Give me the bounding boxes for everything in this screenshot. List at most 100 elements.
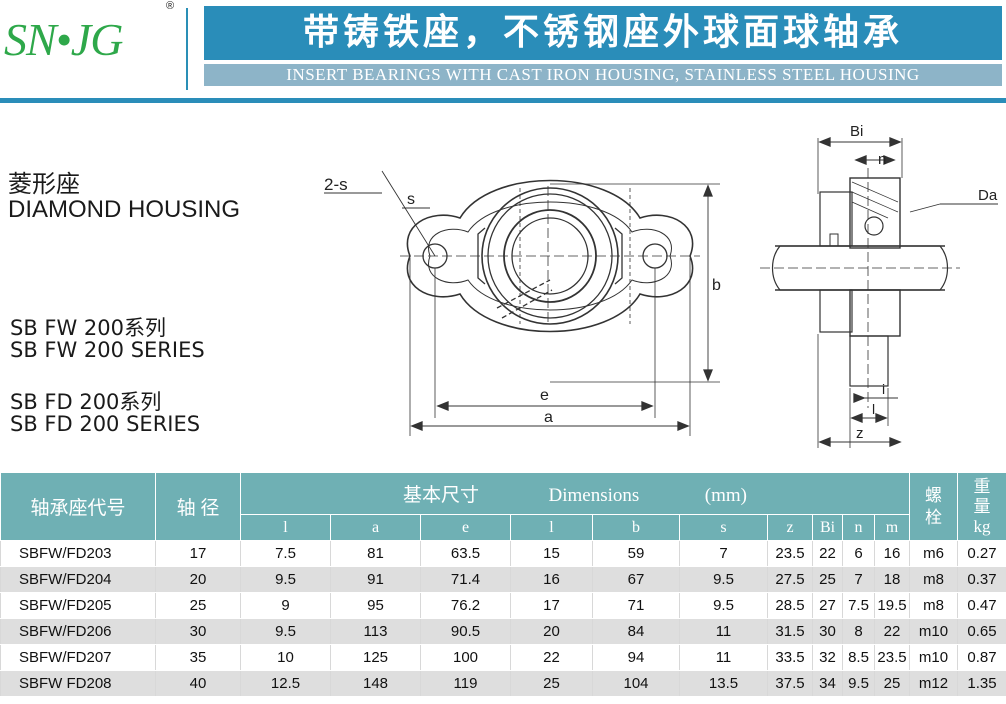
table-cell: 91 (330, 566, 421, 593)
subcol-n: n (842, 514, 875, 541)
table-cell: m8 (909, 566, 959, 593)
table-cell: 59 (592, 540, 680, 567)
subcol-l: l (240, 514, 331, 541)
cell-model: SBFW/FD205 (0, 592, 156, 619)
col-header-weight: 重量 kg (957, 472, 1006, 541)
subcol-s: s (679, 514, 768, 541)
table-cell: 16 (873, 540, 911, 567)
table-cell: 13.5 (679, 670, 768, 697)
table-cell: 63.5 (420, 540, 511, 567)
table-cell: 15 (510, 540, 593, 567)
cell-model: SBFW/FD204 (0, 566, 156, 593)
subcol-a: a (330, 514, 421, 541)
table-cell: 19.5 (873, 592, 911, 619)
front-view (324, 170, 720, 436)
page-title-cn: 带铸铁座，不锈钢座外球面球轴承 (204, 6, 1002, 60)
table-cell: 40 (155, 670, 241, 697)
table-cell: 27.5 (767, 566, 813, 593)
col-header-model: 轴承座代号 (0, 472, 156, 541)
dims-en: Dimensions (548, 485, 640, 506)
table-cell: 20 (155, 566, 241, 593)
table-cell: 25 (812, 566, 843, 593)
table-cell: 9.5 (240, 618, 331, 645)
table-cell: 30 (812, 618, 843, 645)
table-cell: 94 (592, 644, 680, 671)
series-line: SB FD 200系列 (10, 390, 162, 414)
series-line: SB FD 200 SERIES (10, 412, 201, 436)
table-cell: 67 (592, 566, 680, 593)
table-cell: m6 (909, 540, 959, 567)
label-Da: Da (978, 187, 998, 204)
table-cell: 22 (873, 618, 911, 645)
housing-type-cn: 菱形座 (8, 170, 80, 198)
table-cell: 7.5 (842, 592, 875, 619)
table-cell: 81 (330, 540, 421, 567)
table-cell: 7.5 (240, 540, 331, 567)
table-cell: 100 (420, 644, 511, 671)
table-cell: 12.5 (240, 670, 331, 697)
table-cell: m12 (909, 670, 959, 697)
table-cell: 11 (679, 618, 768, 645)
table-cell: 0.27 (957, 540, 1006, 567)
table-cell: 0.37 (957, 566, 1006, 593)
col-header-bolt: 螺栓 (909, 472, 959, 541)
table-cell: 23.5 (873, 644, 911, 671)
table-cell: 119 (420, 670, 511, 697)
weight-unit: kg (973, 516, 991, 536)
label-i: i (882, 381, 885, 397)
table-cell: 90.5 (420, 618, 511, 645)
subcol-e: e (420, 514, 511, 541)
cell-model: SBFW FD208 (0, 670, 156, 697)
table-cell: 18 (873, 566, 911, 593)
table-cell: 33.5 (767, 644, 813, 671)
weight-cn: 重量 (973, 476, 991, 517)
cell-model: SBFW/FD206 (0, 618, 156, 645)
subcol-z: z (767, 514, 813, 541)
col-header-shaft: 轴 径 (155, 472, 241, 541)
table-cell: 9.5 (842, 670, 875, 697)
table-cell: 7 (679, 540, 768, 567)
subcol-m: m (873, 514, 911, 541)
table-cell: 16 (510, 566, 593, 593)
table-cell: 32 (812, 644, 843, 671)
table-cell: 37.5 (767, 670, 813, 697)
label-Bi: Bi (850, 123, 863, 140)
registered-mark: ® (166, 0, 175, 12)
table-cell: 95 (330, 592, 421, 619)
table-cell: 113 (330, 618, 421, 645)
col-header-dimensions: 基本尺寸 Dimensions (mm) (239, 472, 911, 515)
table-cell: 0.65 (957, 618, 1006, 645)
brand-logo: SN•JG (4, 14, 123, 65)
table-cell: 9.5 (240, 566, 331, 593)
table-cell: 7 (842, 566, 875, 593)
table-cell: 23.5 (767, 540, 813, 567)
table-cell: 27 (812, 592, 843, 619)
table-cell: m8 (909, 592, 959, 619)
table-cell: 104 (592, 670, 680, 697)
table-cell: 0.87 (957, 644, 1006, 671)
table-cell: 20 (510, 618, 593, 645)
dims-unit: (mm) (704, 485, 748, 506)
side-view (760, 137, 998, 448)
logo-divider (186, 8, 188, 90)
subcol-b: b (592, 514, 680, 541)
label-a: a (544, 409, 553, 426)
table-cell: 71.4 (420, 566, 511, 593)
cell-model: SBFW/FD207 (0, 644, 156, 671)
subcol-Bi: Bi (812, 514, 843, 541)
table-cell: 25 (510, 670, 593, 697)
label-2-s: 2-s (324, 175, 348, 194)
table-cell: 17 (510, 592, 593, 619)
table-cell: 34 (812, 670, 843, 697)
housing-type-en: DIAMOND HOUSING (8, 196, 241, 223)
table-cell: 8.5 (842, 644, 875, 671)
label-s: s (407, 191, 415, 208)
table-cell: 11 (679, 644, 768, 671)
dimension-table: 轴承座代号 轴 径 基本尺寸 Dimensions (mm) 螺栓 重量 kg … (0, 472, 1006, 697)
table-cell: 8 (842, 618, 875, 645)
